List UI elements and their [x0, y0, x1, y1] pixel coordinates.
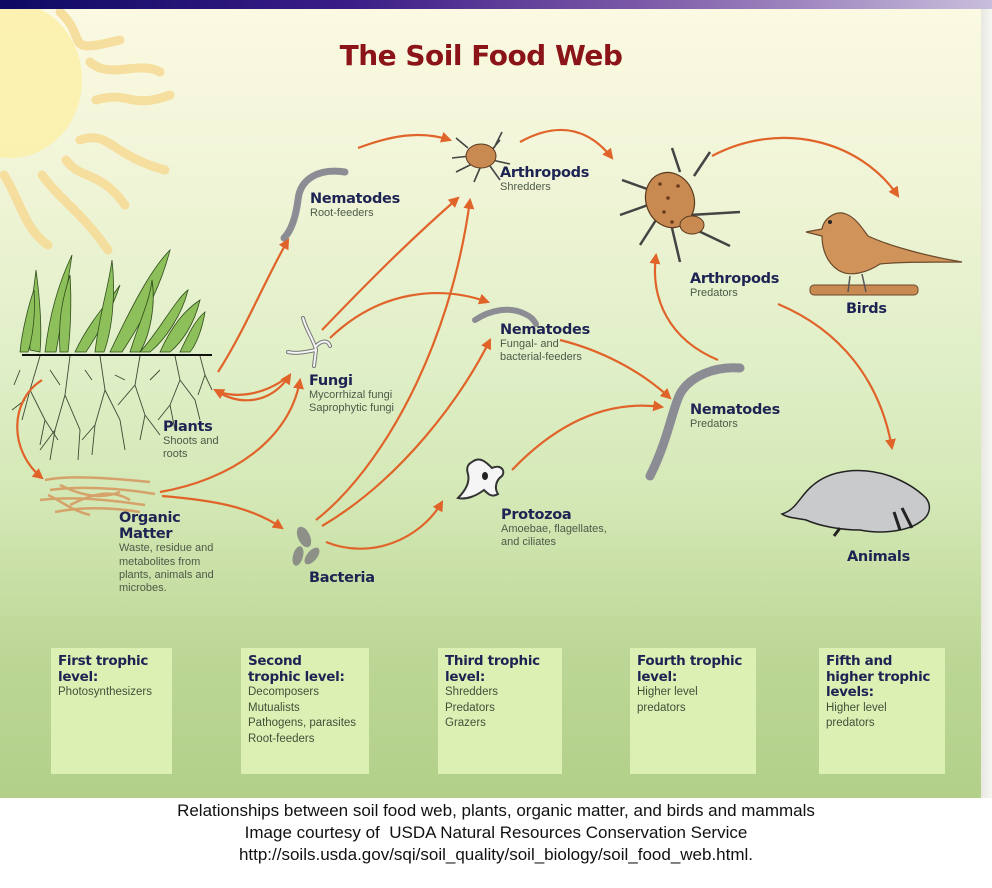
node-name: Animals — [847, 549, 910, 565]
caption-line-credit: Image courtesy of USDA Natural Resources… — [244, 823, 748, 842]
node-desc: Shoots and roots — [163, 435, 219, 461]
trophic-heading: Third trophic — [445, 653, 540, 669]
node-name: Protozoa — [501, 507, 572, 523]
trophic-level-box-3: Third trophic level: Shredders Predators… — [438, 648, 562, 774]
bacteria-icon — [292, 526, 320, 566]
trophic-item: Photosynthesizers — [58, 686, 152, 699]
node-desc-line: metabolites from — [119, 555, 201, 568]
trophic-level-box-1: First trophic level: Photosynthesizers — [51, 648, 172, 774]
mole-icon — [780, 469, 931, 537]
nematode-icon — [472, 306, 539, 327]
node-desc-line: Amoebae, flagellates, — [501, 523, 607, 536]
node-fungi: Fungi Mycorrhizal fungi Saprophytic fung… — [309, 373, 394, 416]
diagram-title: The Soil Food Web — [0, 39, 981, 72]
soil-food-web-diagram: The Soil Food Web Nematodes Root-feeders… — [0, 9, 981, 798]
trophic-item: Higher level — [637, 686, 698, 699]
caption: Relationships between soil food web, pla… — [0, 800, 992, 866]
node-name: Nematodes — [310, 191, 400, 207]
trophic-item: Pathogens, parasites — [248, 717, 357, 730]
node-arthropods-predators: Arthropods Predators — [690, 271, 779, 300]
node-name: Birds — [846, 301, 887, 317]
node-nematodes-fungal-bacterial-feeders: Nematodes Fungal- and bacterial-feeders — [500, 322, 590, 365]
trophic-item: Predators — [445, 701, 495, 714]
node-name: Arthropods — [500, 165, 590, 181]
node-desc-line: Waste, residue and — [119, 542, 214, 555]
node-desc: Predators — [690, 287, 738, 300]
node-desc: Predators — [690, 418, 738, 431]
trophic-heading: Fifth and — [826, 653, 893, 669]
node-desc: Shredders — [500, 181, 551, 194]
node-desc-line: and ciliates — [501, 536, 557, 549]
trophic-heading: levels: — [826, 684, 874, 701]
trophic-level-box-5: Fifth and higher trophic levels: Higher … — [819, 648, 945, 774]
trophic-item: predators — [826, 717, 875, 730]
trophic-heading: Second — [248, 653, 302, 669]
plant-icon — [11, 248, 213, 461]
trophic-item: predators — [637, 701, 686, 714]
node-name: Organic Matter — [119, 510, 181, 543]
node-desc-line: bacterial-feeders — [500, 351, 582, 364]
trophic-heading: trophic level: — [248, 668, 345, 685]
trophic-item: Shredders — [445, 686, 499, 699]
node-bacteria: Bacteria — [309, 570, 375, 586]
trophic-item: Root-feeders — [248, 732, 315, 745]
node-plants: Plants Shoots and roots — [163, 419, 233, 462]
mite-icon — [619, 147, 741, 263]
node-desc-line: microbes. — [119, 582, 167, 595]
node-name: Plants — [163, 419, 213, 435]
trophic-heading: level: — [637, 668, 677, 685]
node-desc: Root-feeders — [310, 207, 374, 220]
nematode-icon — [280, 167, 349, 242]
trophic-item: Grazers — [445, 717, 486, 730]
caption-line-url: http://soils.usda.gov/sqi/soil_quality/s… — [238, 845, 754, 864]
node-desc-line: Fungal- and — [500, 338, 559, 351]
organic-matter-icon — [39, 476, 156, 517]
mite-icon — [451, 131, 511, 183]
trophic-heading: level: — [445, 668, 485, 685]
amoeba-icon — [456, 458, 505, 500]
node-desc-line: Saprophytic fungi — [309, 402, 394, 415]
trophic-heading: Fourth trophic — [637, 653, 743, 669]
node-name: Arthropods — [690, 271, 780, 287]
trophic-item: Mutualists — [248, 701, 300, 714]
trophic-item: Decomposers — [248, 686, 319, 699]
sun-icon — [0, 9, 175, 255]
trophic-heading: level: — [58, 668, 98, 685]
caption-line-description: Relationships between soil food web, pla… — [177, 801, 815, 820]
node-desc-line: plants, animals and — [119, 568, 214, 581]
node-animals: Animals — [847, 549, 910, 565]
node-name: Nematodes — [690, 402, 780, 418]
node-nematodes-predators: Nematodes Predators — [690, 402, 780, 431]
node-organic-matter: Organic Matter Waste, residue and metabo… — [119, 510, 239, 595]
node-nematodes-root-feeders: Nematodes Root-feeders — [310, 191, 400, 220]
poster-edge — [981, 9, 992, 798]
title-text: The Soil Food Web — [339, 39, 623, 72]
node-birds: Birds — [846, 301, 887, 317]
node-name: Bacteria — [309, 570, 375, 586]
node-name: Fungi — [309, 373, 353, 389]
nematode-icon — [645, 363, 745, 481]
trophic-item: Higher level — [826, 701, 887, 714]
node-desc-line: Mycorrhizal fungi — [309, 389, 393, 402]
node-name: Nematodes — [500, 322, 590, 338]
slide-header-bar — [0, 0, 992, 9]
node-protozoa: Protozoa Amoebae, flagellates, and cilia… — [501, 507, 607, 550]
trophic-level-box-4: Fourth trophic level: Higher level preda… — [630, 648, 756, 774]
node-arthropods-shredders: Arthropods Shredders — [500, 165, 589, 194]
trophic-heading: higher trophic — [826, 668, 931, 685]
trophic-level-box-2: Second trophic level: Decomposers Mutual… — [241, 648, 369, 774]
trophic-heading: First trophic — [58, 653, 149, 669]
bird-icon — [805, 212, 963, 296]
